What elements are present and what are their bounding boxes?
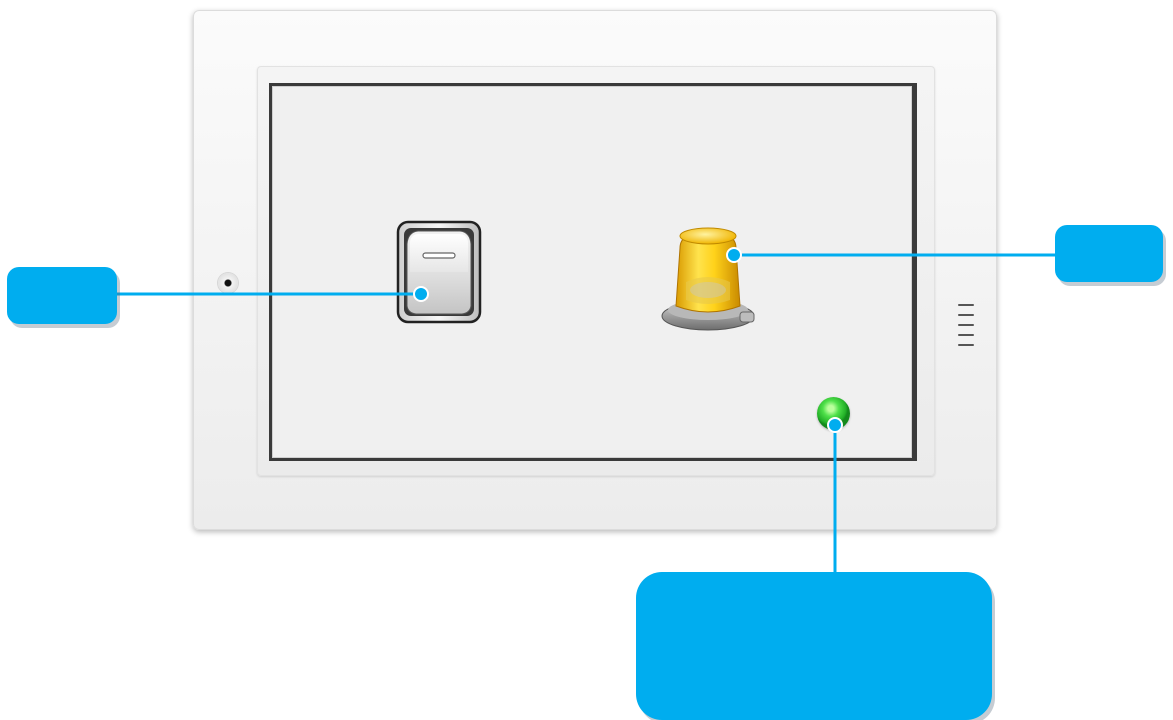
alarm-beacon-icon bbox=[660, 222, 760, 334]
camera-icon bbox=[218, 273, 238, 293]
status-led-icon bbox=[817, 397, 850, 430]
speaker-grille-icon bbox=[956, 304, 976, 364]
beacon-callout bbox=[1055, 225, 1163, 282]
rocker-switch-icon[interactable] bbox=[396, 220, 482, 324]
led-callout bbox=[636, 572, 992, 720]
switch-callout bbox=[7, 267, 117, 324]
